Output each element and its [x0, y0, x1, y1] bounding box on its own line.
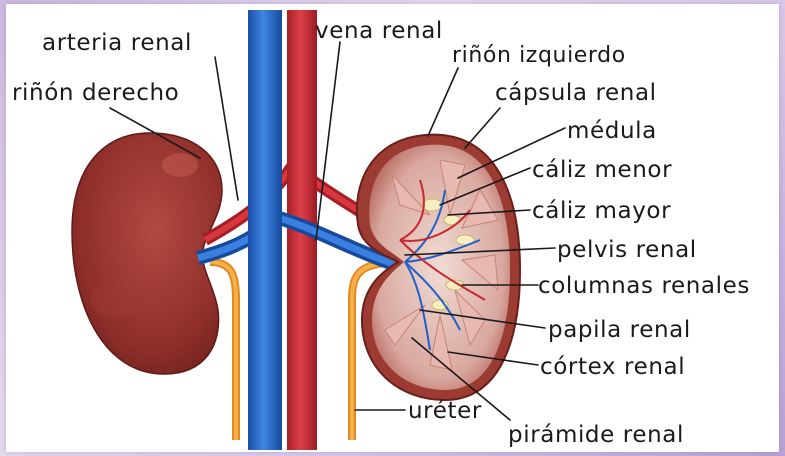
label-caliz-menor: cáliz menor — [532, 157, 672, 183]
label-cortex-renal: córtex renal — [540, 354, 685, 380]
vena-cava — [248, 10, 282, 450]
label-pelvis-renal: pelvis renal — [557, 237, 697, 263]
label-capsula-renal: cápsula renal — [495, 80, 657, 106]
label-arteria-renal: arteria renal — [42, 30, 192, 56]
label-rinon-izquierdo: riñón izquierdo — [452, 43, 626, 68]
label-papila-renal: papila renal — [548, 317, 691, 343]
label-vena-renal: vena renal — [315, 18, 443, 44]
label-piramide-renal: pirámide renal — [508, 422, 684, 448]
label-caliz-mayor: cáliz mayor — [532, 198, 671, 224]
label-rinon-derecho: riñón derecho — [12, 80, 179, 106]
label-ureter: uréter — [408, 398, 482, 424]
label-columnas-renales: columnas renales — [538, 273, 750, 299]
label-medula: médula — [567, 118, 657, 144]
